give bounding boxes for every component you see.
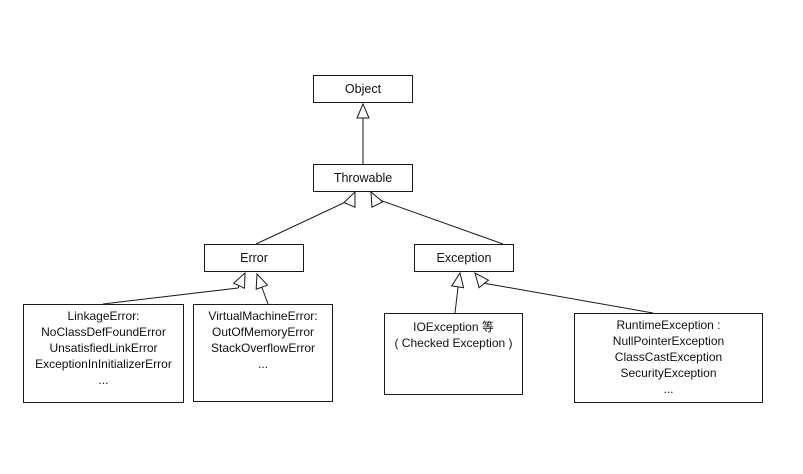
node-virtual-machine-error-line: OutOfMemoryError xyxy=(211,325,314,339)
node-linkage-error: LinkageError: NoClassDefFoundError Unsat… xyxy=(23,304,184,403)
node-exception-label: Exception xyxy=(436,251,492,265)
node-throwable: Throwable xyxy=(313,164,413,192)
node-io-exception: IOException 等 ( Checked Exception ) xyxy=(384,313,523,395)
node-runtime-exception-line: SecurityException xyxy=(620,366,717,380)
node-virtual-machine-error-line: VirtualMachineError: xyxy=(208,309,318,323)
edge-io-exception xyxy=(455,273,460,314)
node-virtual-machine-error-line: StackOverflowError xyxy=(210,341,316,355)
node-virtual-machine-error-line: ... xyxy=(257,357,268,371)
node-error: Error xyxy=(204,244,304,272)
node-runtime-exception-line: ClassCastException xyxy=(614,350,723,364)
edge-linkage-error xyxy=(102,273,245,305)
node-error-label: Error xyxy=(240,251,268,265)
node-linkage-error-line: ExceptionInInitializerError xyxy=(35,357,172,371)
node-runtime-exception-line: ... xyxy=(663,382,674,396)
node-object-label: Object xyxy=(344,82,382,96)
node-runtime-exception-line: RuntimeException : xyxy=(616,318,721,332)
node-linkage-error-line: NoClassDefFoundError xyxy=(41,325,166,339)
node-throwable-label: Throwable xyxy=(333,171,393,185)
edge-vm-error xyxy=(257,274,269,305)
node-virtual-machine-error: VirtualMachineError: OutOfMemoryError St… xyxy=(193,304,333,402)
node-linkage-error-line: UnsatisfiedLinkError xyxy=(49,341,158,355)
edge-runtime-exception xyxy=(475,273,654,314)
edge-error-throwable xyxy=(255,192,355,245)
node-linkage-error-line: LinkageError: xyxy=(67,309,140,323)
node-exception: Exception xyxy=(414,244,514,272)
node-object: Object xyxy=(313,75,413,103)
node-runtime-exception-line: NullPointerException xyxy=(612,334,725,348)
node-runtime-exception: RuntimeException : NullPointerException … xyxy=(574,313,763,403)
node-io-exception-line: IOException 等 xyxy=(413,320,494,334)
edge-exception-throwable xyxy=(371,192,504,245)
node-linkage-error-line: ... xyxy=(98,373,109,387)
node-io-exception-line: ( Checked Exception ) xyxy=(394,336,513,350)
